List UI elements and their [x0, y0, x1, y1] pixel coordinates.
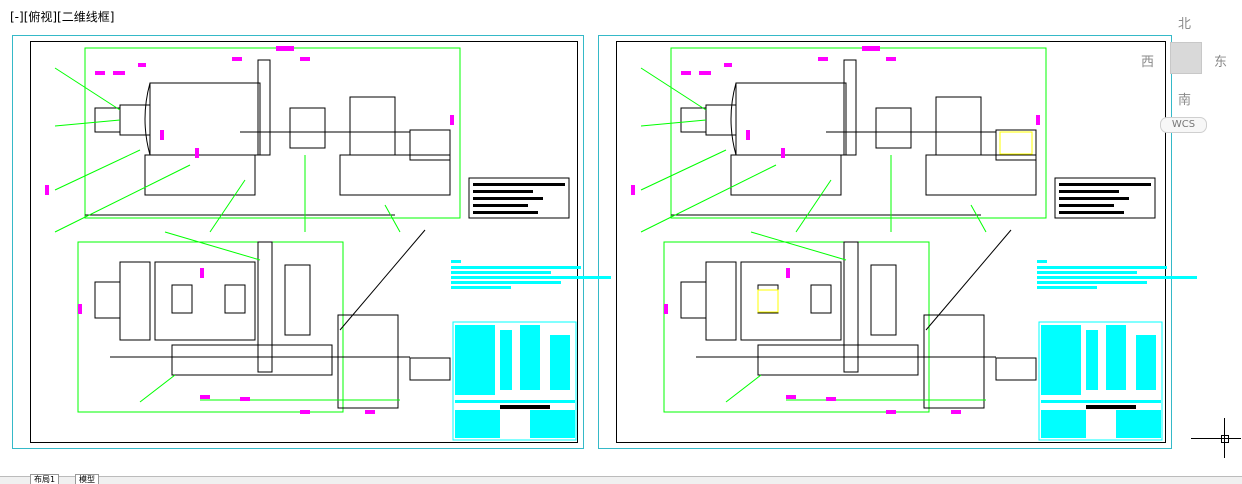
- drawing-right: [630, 45, 1198, 441]
- tab-layout1[interactable]: 布局1: [30, 474, 60, 484]
- sheet-right-frame: [616, 41, 1166, 443]
- viewport-label[interactable]: [-][俯视][二维线框]: [10, 10, 115, 24]
- viewcube-top-face[interactable]: [1170, 42, 1202, 74]
- sheet-right: [598, 35, 1172, 449]
- viewcube-east[interactable]: 东: [1214, 55, 1228, 70]
- crosshair-pickbox: [1221, 435, 1229, 443]
- crosshair-cursor: [1191, 438, 1241, 439]
- tab-model[interactable]: 模型: [75, 474, 99, 484]
- viewcube-north[interactable]: 北: [1178, 17, 1192, 32]
- viewcube-south[interactable]: 南: [1178, 93, 1192, 108]
- drawing-left: [45, 46, 611, 441]
- sheet-left: [12, 35, 584, 449]
- sheet-left-frame: [30, 41, 578, 443]
- layout-tabs-bar: [0, 476, 1242, 484]
- wcs-menu[interactable]: WCS: [1160, 117, 1207, 133]
- viewcube-west[interactable]: 西: [1141, 55, 1155, 70]
- crosshair-cursor-vertical: [1224, 418, 1225, 458]
